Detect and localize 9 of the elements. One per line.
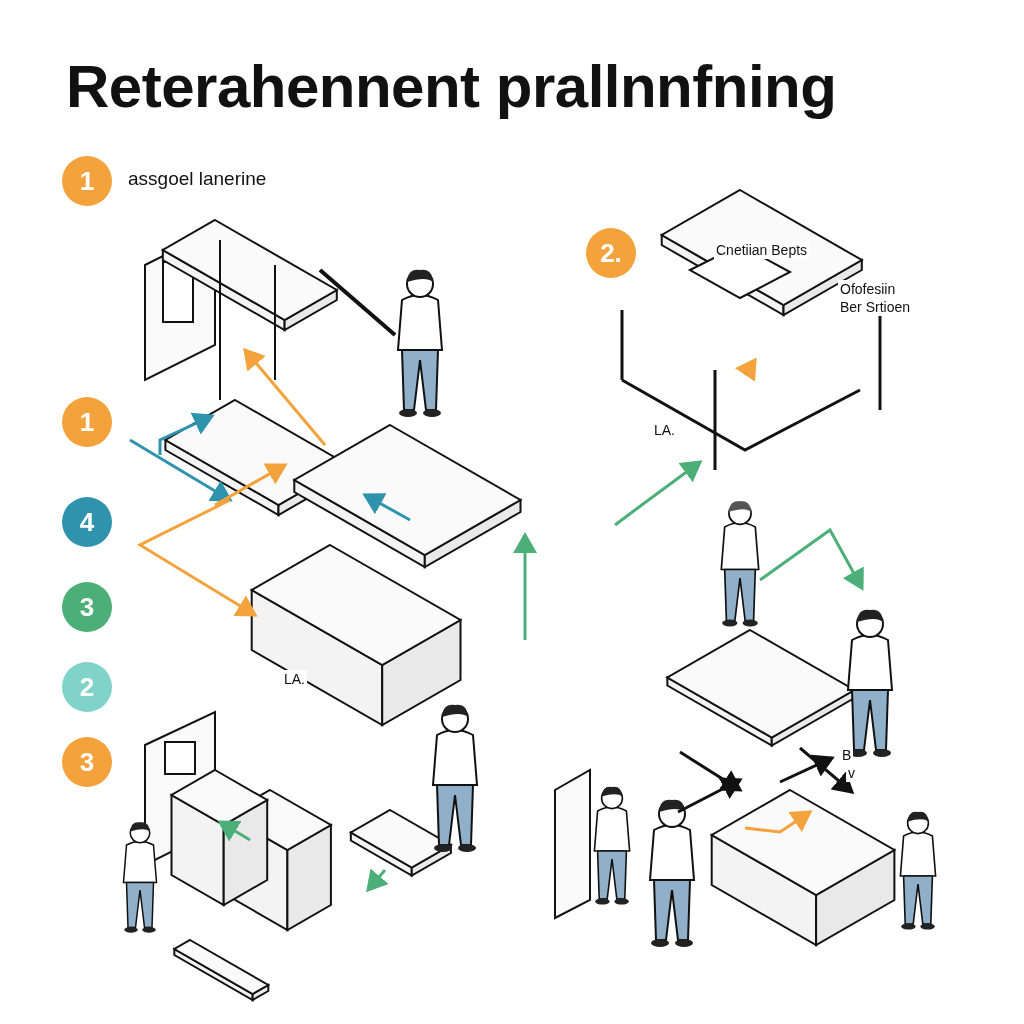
step-number-badge: 2.	[586, 228, 636, 278]
step-number-badge: 1	[62, 397, 112, 447]
step-number-badge: 2	[62, 662, 112, 712]
step-number-badge: 3	[62, 582, 112, 632]
step-number-badge: 3	[62, 737, 112, 787]
step-number-badge: 4	[62, 497, 112, 547]
title: Reterahennent prallnnfning	[66, 52, 837, 121]
note-label: Cnetiian Bepts	[714, 241, 810, 260]
step-number-badge: 1	[62, 156, 112, 206]
